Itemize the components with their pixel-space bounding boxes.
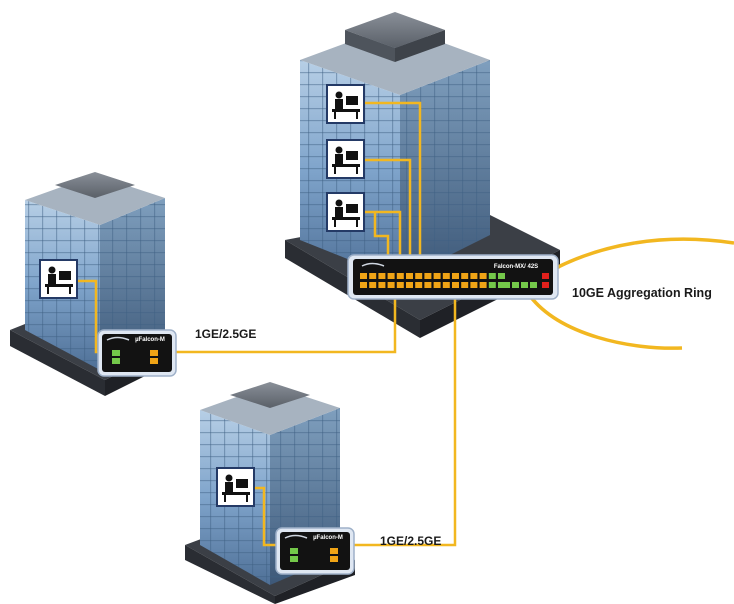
switch-port <box>498 282 505 288</box>
switch-port <box>442 282 450 288</box>
link-speed-label: 1GE/2.5GE <box>195 327 257 341</box>
office-worker-icon <box>39 259 78 299</box>
left-building <box>10 172 175 396</box>
switch-port <box>330 556 338 562</box>
switch-port <box>452 273 459 279</box>
switch-port <box>452 282 459 288</box>
cable-main-left <box>152 296 397 354</box>
main-switch: Falcon-MX/ 42S <box>347 254 559 300</box>
office-worker-icon <box>216 467 255 507</box>
switch-port <box>378 273 386 279</box>
switch-port <box>112 358 120 364</box>
switch-port <box>470 273 478 279</box>
switch-port <box>378 282 386 288</box>
office-worker-icon <box>326 139 365 179</box>
switch-port <box>479 273 487 279</box>
switch-port <box>461 282 469 288</box>
switch-port <box>503 282 510 288</box>
switch-port <box>512 282 519 288</box>
switch-port <box>424 282 432 288</box>
office-worker-icon <box>326 84 365 124</box>
switch-port <box>415 282 423 288</box>
switch-port <box>387 273 395 279</box>
left-switch-label: µFalcon-M <box>135 337 165 343</box>
switch-port <box>387 282 395 288</box>
switch-port <box>498 273 505 279</box>
switch-port <box>330 548 338 554</box>
switch-port <box>396 282 404 288</box>
cable-bottom-ws <box>255 486 286 547</box>
office-worker-icon <box>326 192 365 232</box>
switch-port <box>396 273 404 279</box>
cable-ws4 <box>373 212 390 258</box>
ring-label: 10GE Aggregation Ring <box>572 286 712 300</box>
switch-port <box>488 282 496 288</box>
main-switch-label: Falcon-MX/ 42S <box>494 264 538 270</box>
switch-port <box>406 273 413 279</box>
switch-port <box>415 273 423 279</box>
switch-port <box>424 273 432 279</box>
switch-port <box>433 273 441 279</box>
cable-ws2 <box>365 158 412 258</box>
switch-port <box>369 282 377 288</box>
switch-port <box>442 273 450 279</box>
switch-port <box>150 358 158 364</box>
left-switch: µFalcon-M <box>97 329 177 377</box>
switch-port <box>479 282 487 288</box>
bottom-switch: µFalcon-M <box>275 527 355 575</box>
switch-port <box>369 273 377 279</box>
switch-port <box>150 350 158 356</box>
switch-ports <box>360 273 549 288</box>
switch-port <box>530 282 537 288</box>
bottom-switch-label: µFalcon-M <box>313 535 343 541</box>
switch-port <box>433 282 441 288</box>
switch-port <box>406 282 413 288</box>
switch-port <box>112 350 120 356</box>
switch-port <box>542 273 549 279</box>
aggregation-ring <box>555 237 734 270</box>
switch-port <box>488 273 496 279</box>
cable-ws1 <box>365 101 422 258</box>
switch-port <box>521 282 528 288</box>
switch-port <box>360 282 367 288</box>
switch-port <box>461 273 469 279</box>
switch-port <box>360 273 367 279</box>
aggregation-ring-return <box>528 294 683 350</box>
switch-port <box>290 556 298 562</box>
switch-port <box>470 282 478 288</box>
switch-port <box>290 548 298 554</box>
switch-port <box>542 282 549 288</box>
cable-ws3 <box>365 210 402 258</box>
link-speed-label: 1GE/2.5GE <box>380 534 442 548</box>
cable-main-bottom <box>343 296 457 547</box>
